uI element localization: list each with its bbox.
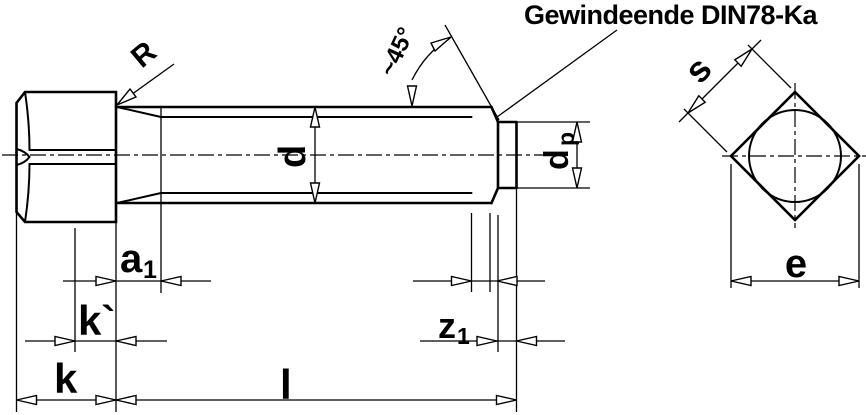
arrowhead-l-left	[115, 394, 137, 406]
dimension-s: s	[676, 39, 792, 153]
label-a1-sub: 1	[143, 256, 157, 284]
dimension-d: d	[272, 106, 321, 204]
arrowhead-d-up	[309, 106, 321, 128]
dimension-e: e	[730, 164, 860, 288]
label-chamfer-angle: ~45°	[374, 23, 420, 80]
label-k: k	[54, 355, 78, 402]
extension-lines	[15, 121, 590, 412]
label-z1-sub: 1	[457, 323, 470, 349]
arrowhead-k-left	[16, 394, 38, 406]
head-chamfer-arc-bottom	[24, 163, 31, 223]
drawing-title: Gewindeende DIN78-Ka	[524, 0, 819, 30]
arrowhead-runout-left	[450, 275, 472, 287]
chamfer-construction-line	[444, 24, 500, 121]
head-chamfer-arc-top	[24, 91, 31, 151]
dimension-k-prime: k`	[25, 297, 167, 347]
title-block: Gewindeende DIN78-Ka	[496, 0, 819, 118]
dimension-dp: d p	[538, 121, 583, 189]
label-radius: R	[125, 35, 163, 74]
arrowhead-k-right	[95, 394, 117, 406]
arrowhead-a1-left	[95, 275, 117, 287]
arrowhead-d-down	[309, 182, 321, 204]
arrowhead-z1-left	[476, 335, 498, 347]
square-head-outline	[729, 90, 861, 222]
arrowhead-dp-up	[571, 121, 583, 143]
arrowhead-a1-right	[160, 275, 182, 287]
arrowhead-s-upper	[733, 48, 753, 68]
arrowhead-runout-right	[496, 275, 518, 287]
head-chamfer-circle	[748, 109, 842, 203]
arrowhead-e-right	[838, 275, 860, 287]
ext-s-upper	[747, 44, 792, 89]
arrowhead-angle-down	[406, 85, 418, 107]
label-a1-base: a	[120, 237, 143, 281]
label-dp-base: d	[538, 149, 576, 170]
label-s: s	[676, 48, 720, 91]
arrowhead-z1-right	[516, 335, 538, 347]
thread-runout-cone-top	[116, 106, 162, 118]
annotation-chamfer-angle: ~45°	[374, 23, 500, 121]
dimension-runout	[413, 275, 545, 287]
label-k-prime: k`	[78, 297, 115, 344]
arrowhead-s-lower	[687, 94, 707, 114]
annotation-radius: R	[116, 35, 175, 106]
label-dp-sub: p	[553, 132, 579, 146]
bolt-head-outline	[15, 90, 118, 224]
arrowhead-k-prime-right	[115, 335, 137, 347]
dimension-z1: z 1	[420, 305, 565, 349]
ext-s-lower	[683, 108, 728, 153]
dimension-a1: a 1	[63, 237, 211, 287]
dimension-k-and-l: k l	[16, 355, 517, 408]
bolt-end-view: s e	[676, 39, 866, 288]
head-facet-lens	[15, 148, 31, 166]
label-e: e	[785, 242, 807, 286]
label-l: l	[280, 361, 292, 408]
arrowhead-k-prime-left	[54, 335, 76, 347]
arrowhead-l-right	[495, 394, 517, 406]
label-z1-base: z	[438, 305, 456, 346]
label-d: d	[272, 145, 314, 168]
arrowhead-dp-down	[571, 167, 583, 189]
end-chamfer-bottom	[490, 186, 500, 205]
dog-point-pin	[496, 120, 518, 190]
leader-title	[496, 29, 618, 118]
arrowhead-angle-up	[430, 36, 452, 53]
angle-arc	[411, 38, 450, 81]
thread-runout-cone-bottom	[116, 192, 162, 204]
arrowhead-e-left	[730, 275, 752, 287]
arrowhead-radius	[116, 87, 138, 106]
